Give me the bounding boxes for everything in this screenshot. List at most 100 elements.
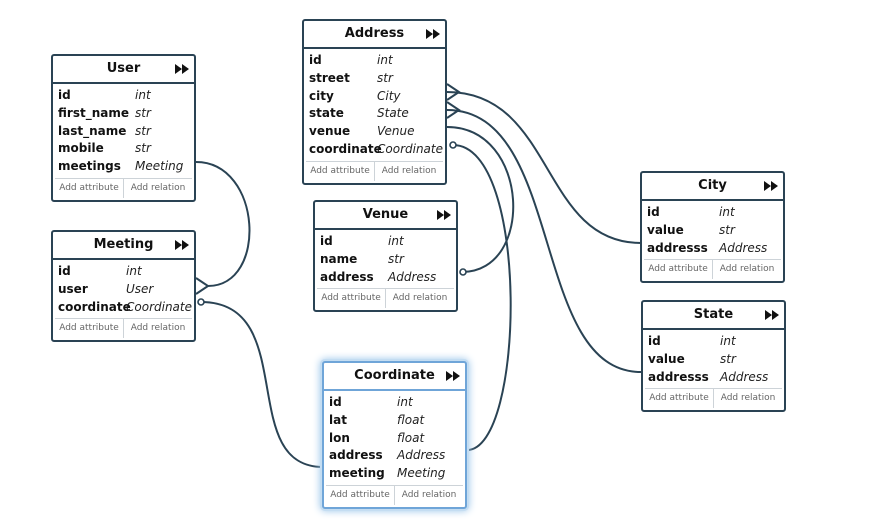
- add-attribute-button[interactable]: Add attribute: [310, 165, 370, 176]
- entity-title[interactable]: User: [53, 56, 194, 84]
- attribute-type: str: [720, 351, 736, 366]
- attribute-row[interactable]: city City: [304, 88, 445, 106]
- fast-forward-icon[interactable]: [764, 181, 778, 191]
- attribute-name: value: [647, 222, 684, 237]
- attribute-row[interactable]: id int: [53, 263, 194, 281]
- fast-forward-icon[interactable]: [446, 371, 460, 381]
- attribute-type: Address: [719, 240, 768, 255]
- link-meeting-coordinate: [200, 301, 324, 468]
- attribute-row[interactable]: addresss Address: [642, 240, 783, 258]
- attribute-type: int: [397, 395, 413, 409]
- add-attribute-button[interactable]: Add attribute: [59, 323, 119, 334]
- entity-title[interactable]: State: [643, 302, 784, 330]
- add-relation-button[interactable]: Add relation: [394, 485, 463, 505]
- attribute-type: City: [377, 88, 401, 103]
- attribute-row[interactable]: address Address: [324, 447, 465, 465]
- add-attribute-button[interactable]: Add attribute: [330, 489, 390, 500]
- attribute-name: last_name: [58, 123, 127, 138]
- attribute-type: str: [388, 251, 404, 266]
- entity-footer: Add attribute Add relation: [317, 288, 454, 309]
- crowfoot-address-city: [446, 83, 461, 101]
- zero-marker-meeting-coordinate: [197, 298, 205, 306]
- entity-title[interactable]: Meeting: [53, 232, 194, 260]
- attribute-type: Address: [397, 448, 446, 463]
- zero-marker-address-coordinate: [449, 141, 457, 149]
- entity-title[interactable]: Address: [304, 21, 445, 49]
- add-relation-button[interactable]: Add relation: [385, 289, 454, 309]
- fast-forward-icon[interactable]: [175, 240, 189, 250]
- entity-title[interactable]: Coordinate: [324, 363, 465, 391]
- add-attribute-button[interactable]: Add attribute: [649, 393, 709, 404]
- add-relation-button[interactable]: Add relation: [123, 178, 192, 198]
- attribute-name: meetings: [58, 159, 121, 174]
- crowfoot-meeting-user: [195, 277, 210, 295]
- attribute-type: Address: [720, 369, 769, 384]
- fast-forward-icon[interactable]: [765, 310, 779, 320]
- add-attribute-button[interactable]: Add attribute: [59, 182, 119, 193]
- add-attribute-button[interactable]: Add attribute: [321, 293, 381, 304]
- attribute-name: addresss: [647, 240, 708, 255]
- attribute-type: float: [397, 430, 425, 445]
- entity-footer: Add attribute Add relation: [55, 318, 192, 339]
- entity-footer: Add attribute Add relation: [55, 177, 192, 198]
- fast-forward-icon[interactable]: [426, 29, 440, 39]
- entity-name: Venue: [362, 207, 409, 222]
- attribute-name: id: [58, 264, 71, 278]
- add-relation-button[interactable]: Add relation: [712, 260, 781, 280]
- add-relation-button[interactable]: Add relation: [374, 161, 443, 181]
- attribute-type: int: [126, 264, 142, 278]
- add-relation-button[interactable]: Add relation: [123, 319, 192, 339]
- add-attribute-button[interactable]: Add attribute: [648, 264, 708, 275]
- fast-forward-icon[interactable]: [175, 64, 189, 74]
- attribute-type: int: [388, 234, 404, 248]
- attribute-name: mobile: [58, 141, 104, 156]
- entity-name: State: [693, 307, 734, 322]
- entity-title[interactable]: Venue: [315, 202, 456, 230]
- attribute-name: id: [309, 53, 322, 67]
- attribute-type: Venue: [377, 124, 415, 139]
- entity-title[interactable]: City: [642, 173, 783, 201]
- link-address-city: [446, 91, 642, 244]
- entity-name: Meeting: [93, 237, 154, 252]
- attribute-name: lat: [329, 412, 347, 427]
- attribute-name: address: [329, 448, 383, 463]
- attribute-name: city: [309, 88, 334, 103]
- fast-forward-icon[interactable]: [437, 210, 451, 220]
- add-relation-button[interactable]: Add relation: [713, 389, 782, 409]
